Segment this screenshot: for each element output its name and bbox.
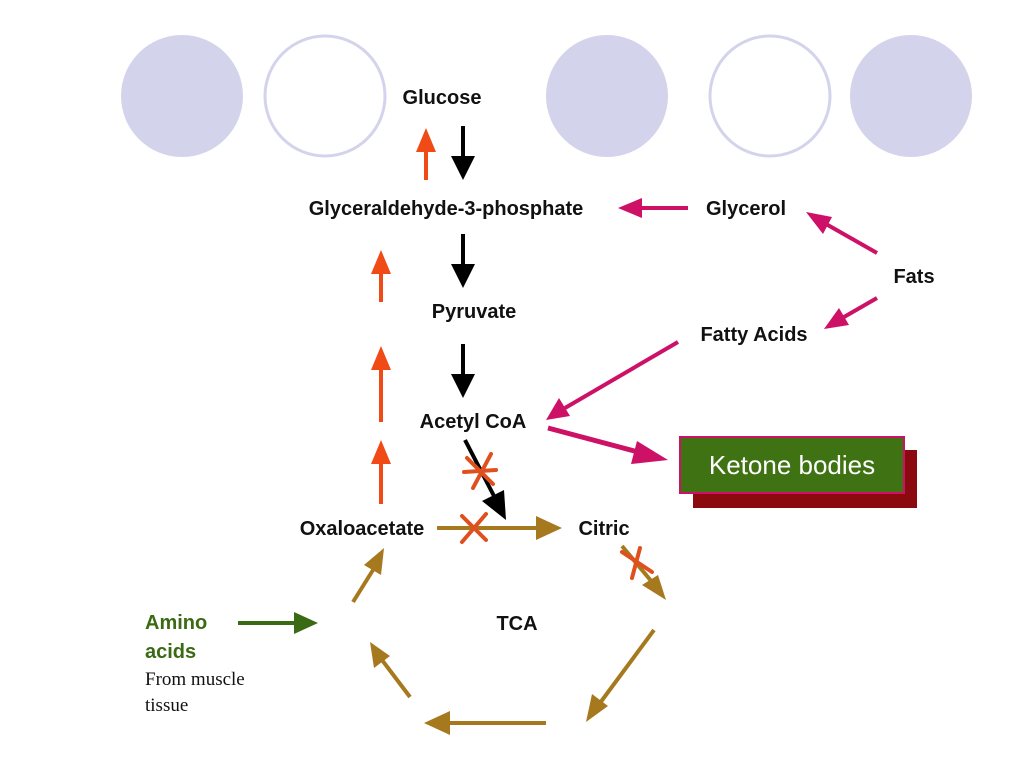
label-tca: TCA: [496, 613, 537, 635]
label-pyruvate: Pyruvate: [432, 301, 517, 323]
label-acids: acids: [145, 641, 196, 663]
brown-arrow-right-lower: [586, 628, 656, 722]
magenta-arrow-glycerol-to-g3p: [618, 198, 688, 218]
magenta-arrow-fats-to-glycerol: [806, 212, 878, 255]
magenta-arrow-acetyl-coa-to-ketone: [547, 425, 668, 464]
green-arrow-amino-acids: [238, 612, 318, 634]
magenta-arrow-fatty-acids-to-acetyl-coa: [546, 340, 680, 420]
orange-arrow-to-pyruvate-level: [371, 346, 391, 422]
label-g3p: Glyceraldehyde-3-phosphate: [309, 198, 584, 220]
brown-arrow-bottom: [424, 711, 546, 735]
label-tissue: tissue: [145, 695, 188, 716]
brown-arrow-to-oxaloacetate: [351, 548, 384, 604]
label-fatty-acids: Fatty Acids: [700, 324, 807, 346]
label-acetyl-coa: Acetyl CoA: [420, 411, 527, 433]
label-fats: Fats: [893, 266, 934, 288]
ketone-bodies-label: Ketone bodies: [709, 450, 875, 480]
label-oxaloacetate: Oxaloacetate: [300, 518, 425, 540]
decor-circle-3: [546, 35, 668, 157]
orange-arrow-g3p-to-glucose: [416, 128, 436, 180]
label-citric: Citric: [578, 518, 629, 540]
block-x-oxaloacetate-to-citric: [460, 512, 488, 544]
magenta-arrow-fats-to-fatty-acids: [824, 296, 878, 329]
block-x-citric-cycle: [620, 546, 654, 580]
orange-arrow-to-g3p: [371, 250, 391, 302]
brown-arrow-left-lower: [370, 642, 412, 699]
label-amino: Amino: [145, 612, 207, 634]
block-x-acetyl-to-citric: [462, 452, 498, 490]
brown-arrow-oxaloacetate-to-citric: [437, 516, 562, 540]
label-from-muscle: From muscle: [145, 669, 245, 690]
label-glycerol: Glycerol: [706, 198, 786, 220]
decor-circle-4: [708, 34, 832, 158]
decor-circle-1: [121, 35, 243, 157]
black-arrow-g3p-to-pyruvate: [451, 234, 475, 288]
decor-circle-2: [263, 34, 387, 158]
orange-arrow-from-oxaloacetate: [371, 440, 391, 504]
ketone-box: [679, 436, 905, 494]
label-glucose: Glucose: [403, 87, 482, 109]
black-arrow-glucose-to-g3p: [451, 126, 475, 180]
decor-circle-5: [850, 35, 972, 157]
black-arrow-pyruvate-to-acetyl-coa: [451, 344, 475, 398]
black-arrow-acetyl-coa-to-citric: [463, 439, 506, 520]
